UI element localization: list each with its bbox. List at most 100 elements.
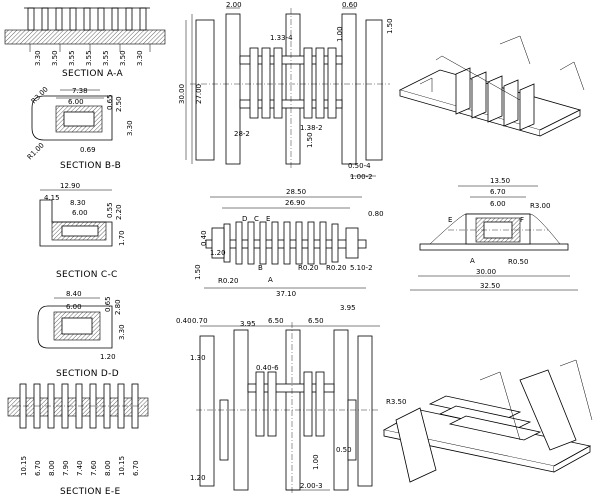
dim-top-v6: R0.20 [326,264,346,272]
dim-top-lB: B [258,264,263,272]
dim-top-w4: 37.10 [276,290,296,298]
dim-side-r: R3.00 [530,202,550,210]
section-a-label: SECTION A-A [62,69,124,79]
dim-c-width: 12.90 [60,182,80,190]
dim-b-h2: 2.50 [115,96,123,112]
dim-top-lC: C [254,215,259,223]
dim-section-a-0: 3.30 [34,50,42,66]
dim-bottom-t2: 0.70 [192,317,208,325]
dim-section-e-3: 7.90 [62,460,70,476]
dim-bottom-t1: 0.40 [176,317,192,325]
dim-front-c2: 1.00 [336,26,344,42]
dim-front-c5: 1.38-2 [300,124,323,132]
dim-top-v2: 1.20 [210,249,226,257]
dim-section-a-3: 3.55 [85,50,93,66]
dim-bottom-v2: 0.40-6 [256,364,279,372]
section-b-view: 7.38 6.00 R3.00 R1.00 0.65 2.50 3.30 0.6… [26,85,134,171]
dim-b-h3: 3.30 [126,120,134,136]
top-view: 28.50 26.90 0.80 D C E 0.40 1.20 1.50 R0… [194,188,384,298]
dim-side-w5: 32.50 [480,282,500,290]
dim-bottom-v1: 1.30 [190,354,206,362]
dim-front-top1: 2.00 [226,1,242,9]
dim-c-v2: 2.20 [115,204,123,220]
section-d-view: 8.40 6.00 0.65 2.80 3.30 1.20 SECTION D-… [37,290,126,379]
dim-d-bottom: 1.20 [100,353,116,361]
dim-bottom-t4: 6.50 [268,317,284,325]
dim-side-w1: 13.50 [490,177,510,185]
dim-c-w3: 6.00 [72,209,88,217]
dim-section-a-1: 3.50 [51,50,59,66]
section-e-label: SECTION E-E [60,487,120,497]
dim-d-v1: 0.65 [104,296,112,312]
dim-d-v2: 2.80 [114,299,122,315]
dim-front-top2: 0.60 [342,1,358,9]
section-d-label: SECTION D-D [56,369,119,379]
dim-side-lA: A [470,257,475,265]
dim-d-side: 3.30 [118,324,126,340]
dim-top-w1: 28.50 [286,188,306,196]
dim-d-width: 8.40 [66,290,82,298]
dim-top-v4: R0.20 [218,277,238,285]
dim-b-radius2: R1.00 [26,141,46,161]
dim-section-e-2: 8.00 [48,460,56,476]
dim-front-c6: 1.50 [306,132,314,148]
isometric-view-top [398,35,585,137]
isometric-view-bottom [382,359,593,483]
dim-c-side: 1.70 [118,230,126,246]
dim-side-r2: R0.50 [508,258,528,266]
dim-front-c3: 1.50 [386,18,394,34]
dim-bottom-v3: 1.20 [190,474,206,482]
dim-b-bottom: 0.69 [80,146,96,154]
dim-section-a-2: 3.55 [68,50,76,66]
dim-top-v7: 5.10-2 [350,264,373,272]
dim-b-inner: 6.00 [68,98,84,106]
dim-bottom-t5: 6.50 [308,317,324,325]
dim-top-v1: 0.40 [200,230,208,246]
side-view: 13.50 6.70 6.00 R3.00 E F A R0.50 30.00 … [410,177,578,291]
dim-front-c8: 1.00-2 [350,173,373,181]
dim-section-a-6: 3.30 [136,50,144,66]
dim-b-width: 7.38 [72,87,88,95]
dim-section-e-4: 7.40 [76,460,84,476]
dim-front-c1: 1.33-4 [270,34,293,42]
dim-c-v1: 0.55 [106,202,114,218]
dim-bottom-r: R3.50 [386,398,406,406]
dim-c-w2: 8.30 [70,199,86,207]
section-a-view: 3.30 3.50 3.55 3.55 3.55 3.50 3.30 SECTION A-A [4,7,166,79]
dim-front-h2: 27.00 [195,84,203,104]
dim-bottom-t6: 3.95 [340,304,356,312]
dim-side-lF: F [520,216,524,224]
dim-section-e-5: 7.60 [90,460,98,476]
section-c-view: 12.90 4.15 8.30 6.00 0.55 2.20 1.70 SECT… [39,182,126,280]
dim-top-lA: A [268,276,273,284]
front-view: 2.00 0.60 30.00 27.00 1.33-4 1.00 1.50 2… [178,1,394,181]
dim-top-w3: 0.80 [368,210,384,218]
dim-bottom-b1: 2.00-3 [300,482,323,490]
section-b-label: SECTION B-B [60,161,121,171]
dim-section-e-6: 8.00 [104,460,112,476]
dim-d-w2: 6.00 [66,303,82,311]
dim-front-c4: 28-2 [234,130,250,138]
dim-side-w2: 6.70 [490,188,506,196]
dim-front-h1: 30.00 [178,84,186,104]
dim-side-lE: E [448,216,452,224]
dim-top-lE: E [266,215,270,223]
dim-section-a-5: 3.50 [119,50,127,66]
dim-section-e-7: 10.15 [118,456,126,476]
dim-top-w2: 26.90 [285,199,305,207]
bottom-view: 0.40 0.70 3.95 6.50 6.50 3.95 1.30 0.40-… [176,304,406,494]
dim-bottom-v5: 0.50 [336,446,352,454]
dim-section-a-4: 3.55 [102,50,110,66]
dim-bottom-t3: 3.95 [240,320,256,328]
section-c-label: SECTION C-C [56,270,118,280]
dim-c-t: 4.15 [44,194,60,202]
dim-top-lD: D [242,215,247,223]
dim-side-w4: 30.00 [476,268,496,276]
dim-bottom-v4: 1.00 [312,454,320,470]
dim-top-v5: R0.20 [298,264,318,272]
dim-b-h1: 0.65 [106,94,114,110]
dim-front-c7: 0.50-4 [348,162,371,170]
